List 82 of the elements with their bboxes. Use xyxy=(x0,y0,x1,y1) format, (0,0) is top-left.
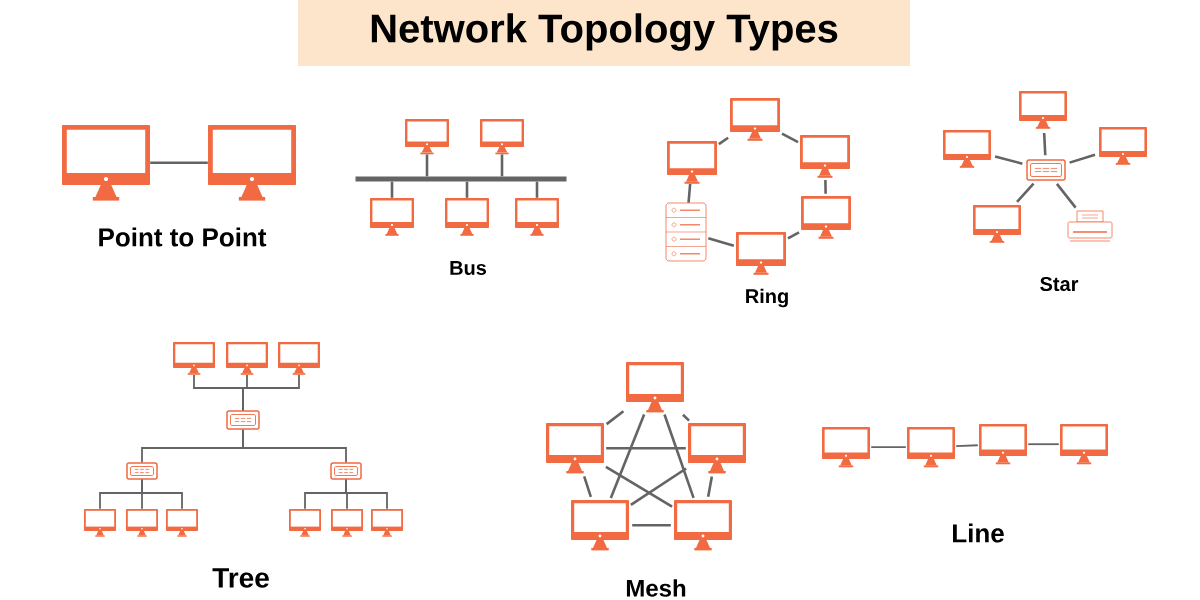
topology-label: Point to Point xyxy=(99,227,267,247)
printer-icon xyxy=(1067,210,1113,242)
connector-line xyxy=(632,523,671,527)
title-banner: Network Topology Types xyxy=(298,0,910,66)
connector-line xyxy=(824,179,827,194)
topology-label: Ring xyxy=(746,288,788,308)
monitor-icon xyxy=(546,423,604,474)
connector-line xyxy=(630,467,687,506)
connector-line xyxy=(465,181,469,198)
connector-line xyxy=(955,444,979,448)
connector-line xyxy=(1069,153,1096,164)
connector-line xyxy=(242,374,300,412)
topology-label: Tree xyxy=(212,568,269,588)
connector-line xyxy=(606,446,686,450)
topology-label: Star xyxy=(1040,276,1079,292)
switch-icon xyxy=(126,462,158,480)
monitor-icon xyxy=(667,141,717,184)
monitor-icon xyxy=(571,500,629,551)
connector-line xyxy=(663,414,695,499)
monitor-icon xyxy=(278,342,320,375)
connector-line xyxy=(141,478,183,510)
monitor-icon xyxy=(1019,91,1067,129)
connector-line xyxy=(535,181,539,198)
monitor-icon xyxy=(515,198,559,236)
connector-line xyxy=(682,413,690,422)
connector-line xyxy=(582,476,593,498)
switch-icon xyxy=(226,410,260,430)
monitor-icon xyxy=(979,424,1027,465)
monitor-icon xyxy=(730,98,780,141)
monitor-icon xyxy=(370,198,414,236)
connector-line xyxy=(605,465,673,508)
monitor-icon xyxy=(166,509,198,537)
connector-line xyxy=(150,161,208,165)
connector-line xyxy=(706,476,714,498)
connector-line xyxy=(781,132,799,144)
monitor-icon xyxy=(1060,424,1108,465)
monitor-icon xyxy=(480,119,524,155)
monitor-icon xyxy=(800,135,850,178)
connector-line xyxy=(345,478,388,510)
connector-line xyxy=(718,136,729,146)
monitor-icon xyxy=(688,423,746,474)
connector-line xyxy=(707,237,735,247)
monitor-icon xyxy=(736,232,786,275)
monitor-icon xyxy=(62,125,150,201)
connector-line xyxy=(242,428,347,464)
connector-line xyxy=(609,413,646,499)
monitor-icon xyxy=(626,362,684,413)
connector-line xyxy=(1027,443,1060,446)
monitor-icon xyxy=(445,198,489,236)
connector-line xyxy=(605,410,625,426)
monitor-icon xyxy=(907,427,955,468)
monitor-icon xyxy=(289,509,321,537)
topology-label: Bus xyxy=(450,261,487,275)
connector-line xyxy=(787,231,800,240)
connector-line xyxy=(1055,183,1077,209)
connector-line xyxy=(1042,132,1047,156)
connector-line xyxy=(1016,182,1035,203)
monitor-icon xyxy=(84,509,116,537)
monitor-icon xyxy=(973,205,1021,243)
connector-line xyxy=(994,155,1023,165)
connector-line xyxy=(687,183,692,203)
monitor-icon xyxy=(126,509,158,537)
monitor-icon xyxy=(674,500,732,551)
connector-line xyxy=(870,446,907,449)
connector-line xyxy=(425,154,429,177)
monitor-icon xyxy=(226,342,268,375)
topology-label: Line xyxy=(953,523,1004,543)
connector-line xyxy=(500,154,504,177)
monitor-icon xyxy=(822,427,870,468)
topology-label: Mesh xyxy=(626,579,686,597)
connector-line xyxy=(390,181,394,198)
monitor-icon xyxy=(943,130,991,168)
switch-icon xyxy=(330,462,362,480)
monitor-icon xyxy=(173,342,215,375)
monitor-icon xyxy=(801,196,851,239)
server-icon xyxy=(665,202,707,262)
monitor-icon xyxy=(405,119,449,155)
monitor-icon xyxy=(1099,127,1147,165)
monitor-icon xyxy=(331,509,363,537)
monitor-icon xyxy=(371,509,403,537)
monitor-icon xyxy=(208,125,296,201)
switch-icon xyxy=(1026,159,1066,181)
